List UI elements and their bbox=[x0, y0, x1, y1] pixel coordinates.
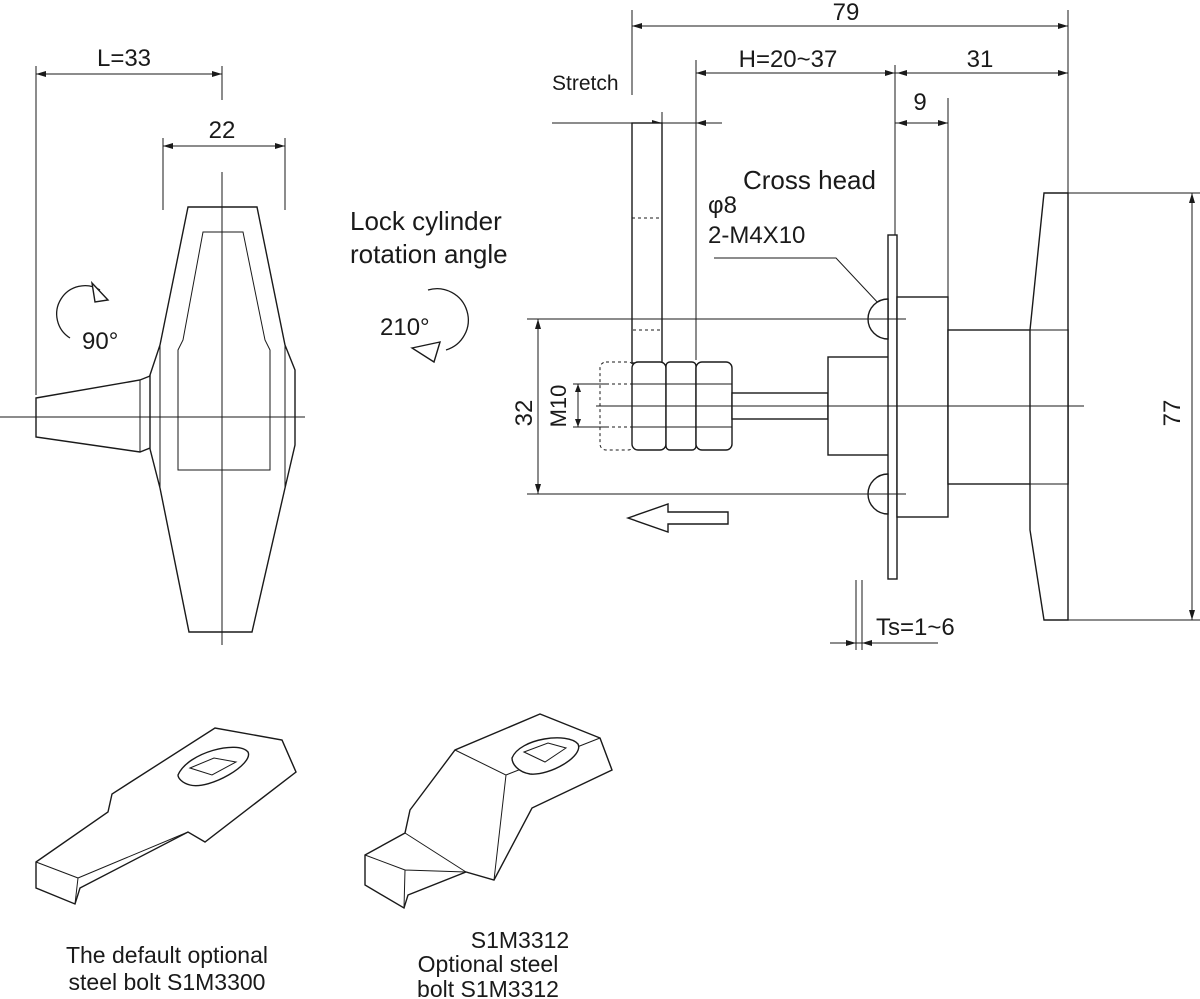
bolt-alt-caption-line1: Optional steel bbox=[418, 951, 559, 977]
dim-31-label: 31 bbox=[967, 46, 994, 73]
handle-front-view: L=33 22 90° bbox=[0, 45, 305, 645]
dim-L-label: L=33 bbox=[97, 45, 151, 72]
angle-210-label: 210° bbox=[380, 314, 430, 341]
screws-label: 2-M4X10 bbox=[708, 222, 805, 249]
bolt-alt-code: S1M3312 bbox=[471, 927, 569, 953]
dim-M10-label: M10 bbox=[546, 385, 571, 428]
dim-Ts-label: Ts=1~6 bbox=[876, 614, 955, 641]
dim-9-label: 9 bbox=[913, 89, 926, 116]
dim-79-label: 79 bbox=[833, 0, 860, 26]
rotation-text-line1: Lock cylinder bbox=[350, 206, 502, 236]
phi8-label: φ8 bbox=[708, 192, 737, 219]
dim-77-label: 77 bbox=[1159, 400, 1186, 427]
dim-22-label: 22 bbox=[209, 117, 236, 144]
bolt-default-caption-line2: steel bolt S1M3300 bbox=[69, 969, 266, 995]
dim-32-label: 32 bbox=[511, 400, 538, 427]
dim-H-label: H=20~37 bbox=[739, 46, 838, 73]
cross-head-label: Cross head bbox=[743, 165, 876, 195]
rotation-annotation: Lock cylinder rotation angle 210° bbox=[350, 206, 508, 364]
angle-90-label: 90° bbox=[82, 328, 118, 355]
bolt-s1m3312-drawing bbox=[364, 713, 613, 910]
lock-side-view: 79 H=20~37 31 Stretch 9 φ8 Cross head 2-… bbox=[511, 0, 1200, 650]
bolt-s1m3300-drawing bbox=[35, 727, 297, 905]
bolt-default-caption-line1: The default optional bbox=[66, 942, 268, 968]
stretch-label: Stretch bbox=[552, 72, 619, 95]
bolt-alt-caption-line2: bolt S1M3312 bbox=[417, 976, 559, 999]
rotation-text-line2: rotation angle bbox=[350, 239, 508, 269]
